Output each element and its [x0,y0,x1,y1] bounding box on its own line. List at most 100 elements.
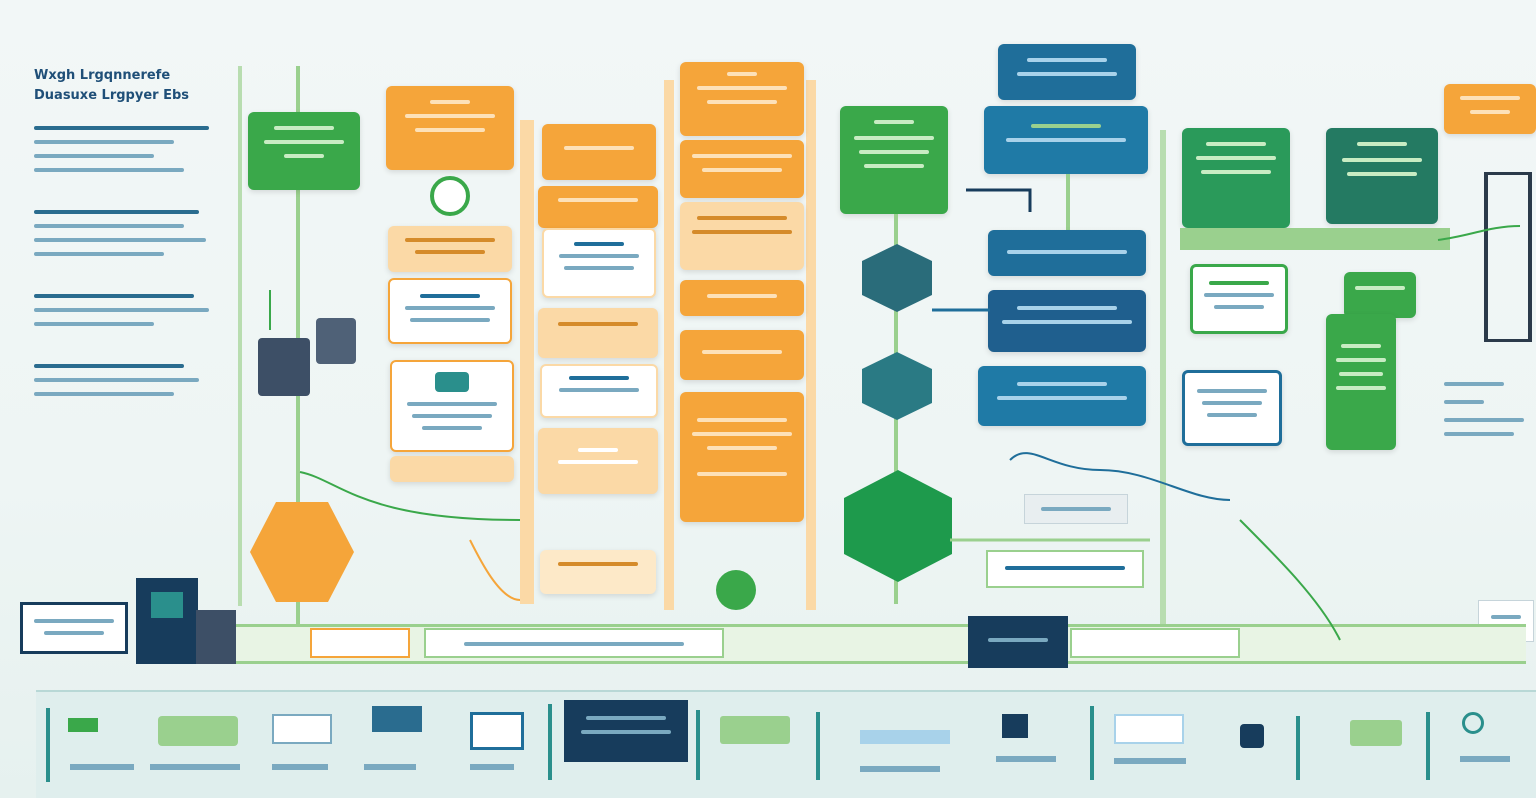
process-box-orange [542,124,656,180]
divider [1426,712,1430,780]
settings-icon [1462,712,1484,734]
text-line [430,100,470,104]
text-line [34,126,209,130]
text-line [1017,382,1107,386]
text-line [564,266,634,270]
text-line [1202,401,1262,405]
process-box-light [538,308,658,358]
text-line [1201,170,1271,174]
text-line [692,230,792,234]
text-line [1339,372,1383,376]
text-line [578,448,618,452]
process-box-light [540,550,656,594]
process-box-white [388,278,512,344]
text-line [34,378,199,382]
process-box-white [1190,264,1288,334]
chart-icon [158,716,238,746]
text-line [272,764,328,770]
text-line [558,460,638,464]
process-box-green [248,112,360,190]
text-line [558,198,638,202]
text-line [1197,389,1267,393]
text-line [874,120,914,124]
text-line [44,631,104,635]
icon-strip [36,690,1536,798]
text-line [34,308,209,312]
process-box-blue [988,230,1146,276]
connector-line [299,471,521,521]
connector-line [1437,225,1521,241]
text-line [854,136,934,140]
text-line [574,242,624,246]
text-line [420,294,480,298]
text-line [150,764,240,770]
process-box-white [542,228,656,298]
chart-icon [720,716,790,744]
text-line [70,764,134,770]
diagram-title: Wxgh Lrgqnnerefe Duasuxe Lrgpyer Ebs [34,66,224,106]
title-line-2: Duasuxe Lrgpyer Ebs [34,88,189,103]
highlight-panel [564,700,688,762]
process-box-light [538,428,658,494]
text-line [34,252,164,256]
text-line [1007,250,1127,254]
process-box-green [1344,272,1416,318]
text-line [1206,142,1266,146]
pipeline-node [424,628,724,658]
process-box-blue [978,366,1146,426]
divider [816,712,820,780]
document-icon [1114,714,1184,744]
monitor-icon [470,712,524,750]
text-line [34,154,154,158]
text-line [692,432,792,436]
tower-icon [1484,172,1532,342]
text-line [1460,96,1520,100]
text-line [707,446,777,450]
text-line [997,396,1127,400]
text-line [412,414,492,418]
text-line [34,210,199,214]
text-line [405,114,495,118]
text-line [697,216,787,220]
info-card [986,550,1144,588]
process-box-green [1326,128,1438,224]
text-line [1114,758,1186,764]
process-box-green [1182,128,1290,228]
text-line [1002,320,1132,324]
connector-line [966,188,1032,212]
process-box-orange [1444,84,1536,134]
server-icon [196,610,236,664]
pipeline-node [310,628,410,658]
text-line [34,168,184,172]
text-line [692,154,792,158]
title-line-1: Wxgh Lrgqnnerefe [34,68,171,83]
text-line [1214,305,1264,309]
process-box-blue [984,106,1148,174]
divider [46,708,50,782]
process-box-orange [680,62,804,136]
text-line [860,766,940,772]
text-line [1017,72,1117,76]
text-line [864,164,924,168]
text-line [586,716,666,720]
text-line [1342,158,1422,162]
right-text-column [1444,380,1534,460]
process-box-white [540,364,658,418]
text-line [34,238,206,242]
process-box-orange [680,280,804,316]
server-icon [258,338,310,396]
screen-icon [151,592,183,618]
network-icon [860,730,950,744]
text-line [1006,138,1126,142]
text-line [569,376,629,380]
text-line [34,294,194,298]
text-line [1031,124,1101,128]
user-icon [1240,724,1264,748]
text-line [1017,306,1117,310]
text-line [1460,756,1510,762]
text-line [405,238,495,242]
cube-icon [862,352,932,420]
vertical-rail [806,80,816,610]
